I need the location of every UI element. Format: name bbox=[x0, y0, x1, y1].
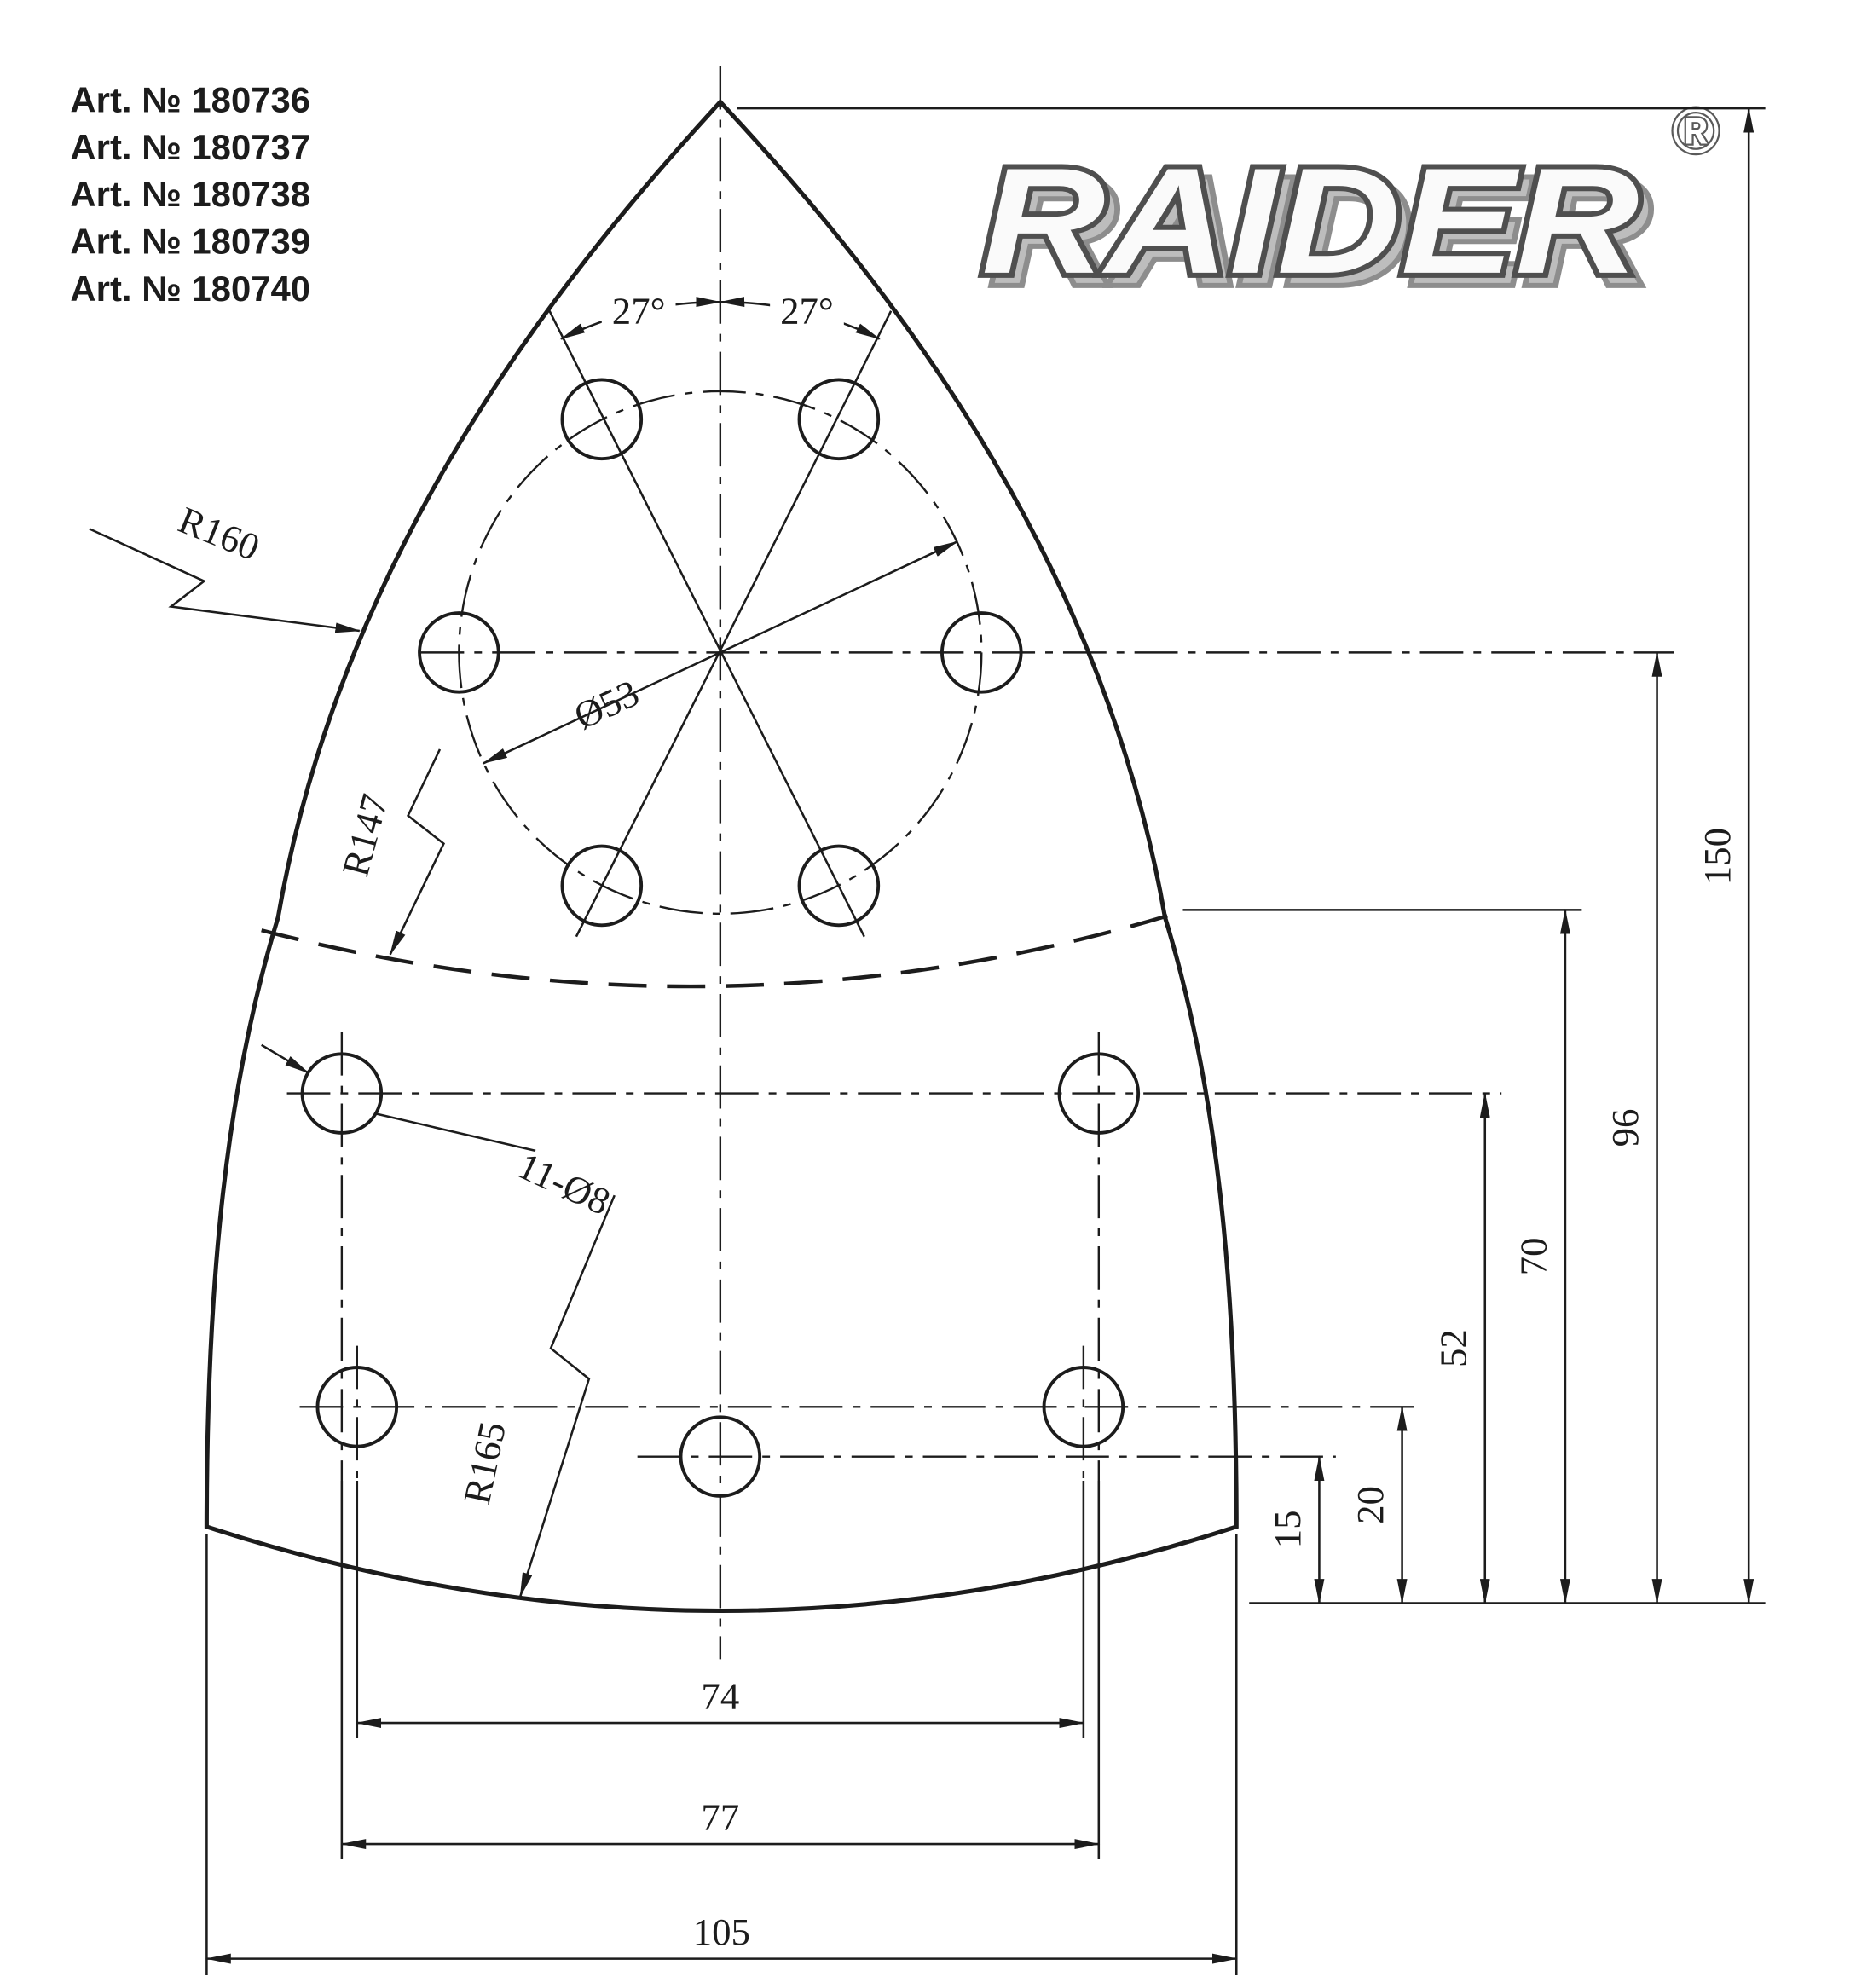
art-number-4: Art. № 180739 bbox=[70, 221, 310, 261]
vertical-dimensions: 15 20 52 70 96 150 bbox=[1266, 107, 1755, 1605]
holes-callout-label: 11-Ø8 bbox=[512, 1144, 616, 1223]
hole bbox=[300, 1052, 384, 1135]
art-number-3: Art. № 180738 bbox=[70, 174, 310, 214]
angle-dimensions: 27° 27° bbox=[559, 290, 882, 340]
dim-96-label: 96 bbox=[1604, 1109, 1646, 1147]
extension-lines bbox=[205, 107, 1766, 1976]
dim-dia53-label: Ø53 bbox=[568, 672, 645, 738]
art-number-2: Art. № 180737 bbox=[70, 127, 310, 167]
radius-label-r160: R160 bbox=[173, 499, 266, 569]
radius-label-r165: R165 bbox=[455, 1418, 514, 1507]
raider-logo: RAIDER RAIDER ® bbox=[976, 93, 1721, 321]
logo-shadow-text: RAIDER bbox=[992, 147, 1649, 315]
top-hole-cluster bbox=[418, 378, 1023, 928]
hole bbox=[1057, 1052, 1141, 1135]
logo-text: RAIDER bbox=[981, 137, 1639, 305]
lower-hole-cluster bbox=[300, 1052, 1141, 1498]
hole bbox=[560, 844, 644, 928]
radius-label-r147: R147 bbox=[334, 789, 396, 881]
dim-angle-left-label: 27° bbox=[612, 290, 666, 332]
hole bbox=[1042, 1366, 1125, 1448]
dim-70-label: 70 bbox=[1512, 1238, 1555, 1276]
hole bbox=[560, 378, 644, 461]
art-number-5: Art. № 180740 bbox=[70, 269, 310, 309]
dim-150-label: 150 bbox=[1696, 828, 1738, 885]
art-number-list: Art. № 180736 Art. № 180737 Art. № 18073… bbox=[70, 80, 310, 309]
hole bbox=[940, 611, 1023, 694]
hole-count-callout: 11-Ø8 bbox=[261, 1043, 616, 1223]
registered-mark: ® bbox=[1673, 95, 1720, 166]
dim-angle-right-label: 27° bbox=[780, 290, 834, 332]
hole bbox=[418, 611, 500, 694]
pad-outline bbox=[204, 98, 1239, 1614]
dim-15-label: 15 bbox=[1266, 1510, 1309, 1548]
dim-52-label: 52 bbox=[1431, 1329, 1474, 1367]
radius-callouts: R160 R147 R165 bbox=[89, 499, 616, 1598]
dim-105-label: 105 bbox=[693, 1910, 750, 1953]
hole bbox=[797, 378, 881, 461]
hole bbox=[679, 1415, 762, 1498]
hole bbox=[315, 1366, 399, 1448]
horizontal-dimensions: 74 77 105 bbox=[205, 1675, 1238, 1964]
dim-74-label: 74 bbox=[701, 1675, 739, 1718]
dim-77-label: 77 bbox=[701, 1796, 739, 1839]
hole bbox=[797, 844, 881, 928]
dim-20-label: 20 bbox=[1349, 1486, 1391, 1524]
art-number-1: Art. № 180736 bbox=[70, 80, 310, 120]
fold-line-dashed-arc bbox=[261, 909, 1184, 989]
